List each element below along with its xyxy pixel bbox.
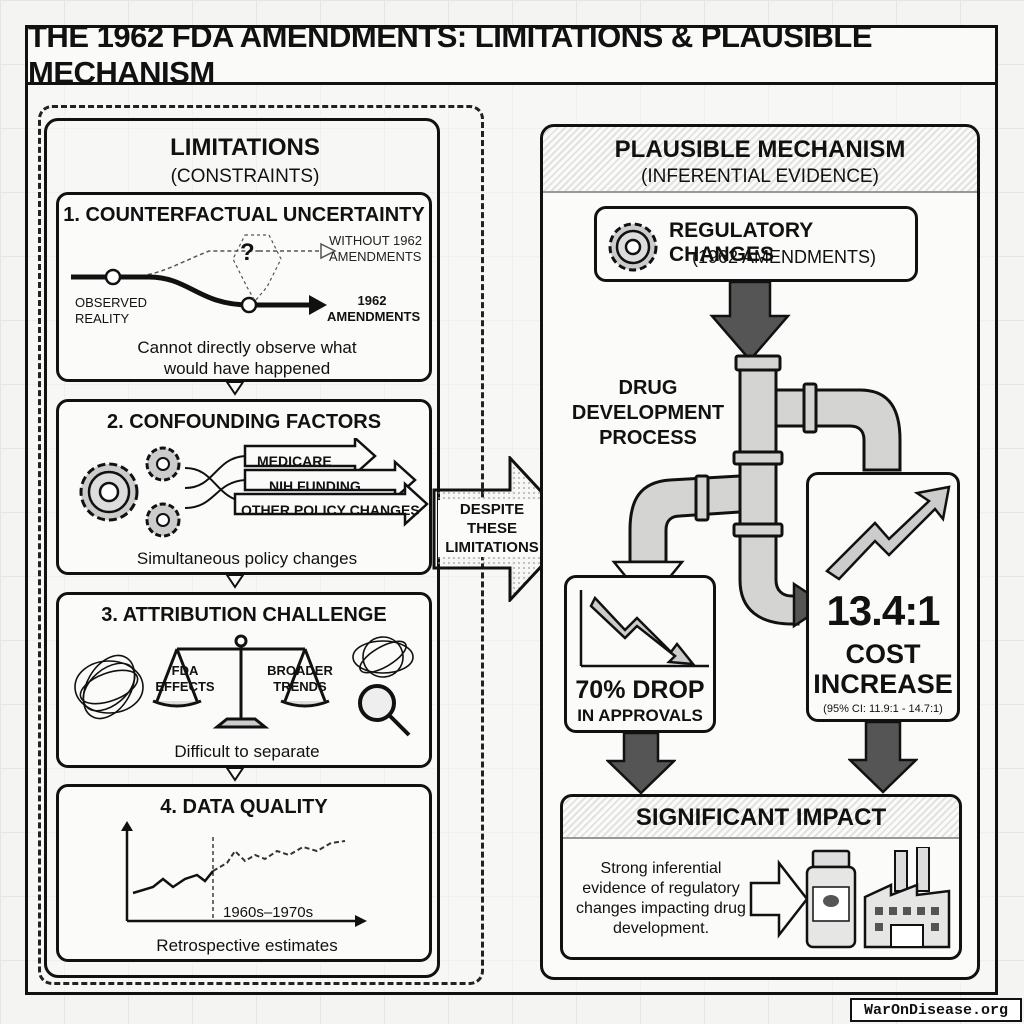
data-quality-title: 4. DATA QUALITY <box>160 796 328 818</box>
counterfactual-title: 1. COUNTERFACTUAL UNCERTAINTY <box>63 204 425 226</box>
down-connector-1 <box>225 381 245 396</box>
confounding-panel: 2. CONFOUNDING FACTORS MEDICARE NIH FUND… <box>56 399 432 575</box>
data-quality-chart <box>121 821 367 927</box>
down-trend-icon <box>579 590 709 668</box>
fda-effects-label: FDA EFFECTS <box>155 663 215 694</box>
limitations-heading: LIMITATIONS <box>170 134 320 161</box>
attribution-caption: Difficult to separate <box>174 742 320 761</box>
pipe-diagram <box>611 280 902 629</box>
mechanism-heading: PLAUSIBLE MECHANISM <box>614 136 906 163</box>
drop-value: 70% DROP <box>575 676 705 704</box>
counterfactual-diagram <box>71 234 337 315</box>
cost-confidence-interval: (95% CI: 11.9:1 - 14.7:1) <box>823 703 943 715</box>
cost-increase-box: 13.4:1 COST INCREASE (95% CI: 11.9:1 - 1… <box>806 472 960 722</box>
balance-scale-icon <box>152 634 330 729</box>
other-policy-arrow-label: OTHER POLICY CHANGES <box>241 502 420 518</box>
medicine-bottle-icon <box>805 849 857 949</box>
confounding-diagram <box>79 438 429 538</box>
cost-down-arrow <box>848 722 918 794</box>
small-gear-icon-2 <box>145 502 181 538</box>
regulatory-changes-box: REGULATORY CHANGES (1962 AMENDMENTS) <box>594 206 918 282</box>
tangle-icon <box>74 654 144 720</box>
down-connector-2 <box>225 574 245 589</box>
factory-icon <box>863 847 951 949</box>
impact-title: SIGNIFICANT IMPACT <box>635 804 887 831</box>
scribble-icon <box>352 636 414 678</box>
down-connector-3 <box>225 767 245 782</box>
attribution-panel: 3. ATTRIBUTION CHALLENGE <box>56 592 432 768</box>
medicare-arrow-label: MEDICARE <box>257 453 332 469</box>
mechanism-header: PLAUSIBLE MECHANISM (INFERENTIAL EVIDENC… <box>543 127 977 193</box>
limitations-subheading: (CONSTRAINTS) <box>170 166 320 187</box>
confounding-title: 2. CONFOUNDING FACTORS <box>106 411 382 433</box>
attribution-diagram <box>74 634 414 737</box>
data-quality-panel: 4. DATA QUALITY 1960s–1970s Retrospectiv… <box>56 784 432 962</box>
observed-reality-label: OBSERVED REALITY <box>75 295 148 326</box>
cost-label-line2: INCREASE <box>813 669 953 699</box>
small-gear-icon <box>145 446 181 482</box>
amendments-label: 1962 AMENDMENTS <box>327 293 421 324</box>
page-title: THE 1962 FDA AMENDMENTS: LIMITATIONS & P… <box>25 19 998 90</box>
cost-ratio: 13.4:1 <box>826 587 940 634</box>
approvals-drop-box: 70% DROP IN APPROVALS <box>564 575 716 733</box>
impact-arrow <box>749 859 809 939</box>
impact-header: SIGNIFICANT IMPACT <box>563 797 959 839</box>
counterfactual-panel: 1. COUNTERFACTUAL UNCERTAINTY ? WITHOUT … <box>56 192 432 382</box>
drop-down-arrow <box>606 733 676 795</box>
data-quality-caption: Retrospective estimates <box>156 936 338 955</box>
gear-icon <box>608 222 658 272</box>
attribution-title: 3. ATTRIBUTION CHALLENGE <box>101 604 387 626</box>
drop-label: IN APPROVALS <box>577 706 703 725</box>
nih-funding-arrow-label: NIH FUNDING <box>269 478 361 494</box>
question-mark: ? <box>240 239 255 266</box>
despite-limitations-label: DESPITE THESE LIMITATIONS <box>438 500 546 557</box>
impact-text: Strong inferential evidence of regulator… <box>576 860 746 937</box>
counterfactual-caption: Cannot directly observe what would have … <box>137 338 357 378</box>
mechanism-subheading: (INFERENTIAL EVIDENCE) <box>641 166 879 187</box>
broader-trends-label: BROADER TRENDS <box>267 663 333 694</box>
confounding-caption: Simultaneous policy changes <box>136 549 358 568</box>
regulatory-subtitle: (1962 AMENDMENTS) <box>692 247 877 267</box>
limitations-header: LIMITATIONS (CONSTRAINTS) <box>55 124 435 190</box>
watermark[interactable]: WarOnDisease.org <box>850 998 1022 1022</box>
data-period-label: 1960s–1970s <box>223 904 314 921</box>
regulatory-title: REGULATORY CHANGES <box>669 219 813 266</box>
up-trend-icon <box>825 485 951 581</box>
cost-label-line1: COST <box>845 639 921 669</box>
large-gear-icon <box>79 462 139 522</box>
magnifier-icon <box>358 684 411 737</box>
pipe-label: DRUG DEVELOPMENT PROCESS <box>571 377 725 449</box>
without-amendments-label: WITHOUT 1962 AMENDMENTS <box>329 233 422 264</box>
impact-box: SIGNIFICANT IMPACT Strong inferential ev… <box>560 794 962 960</box>
